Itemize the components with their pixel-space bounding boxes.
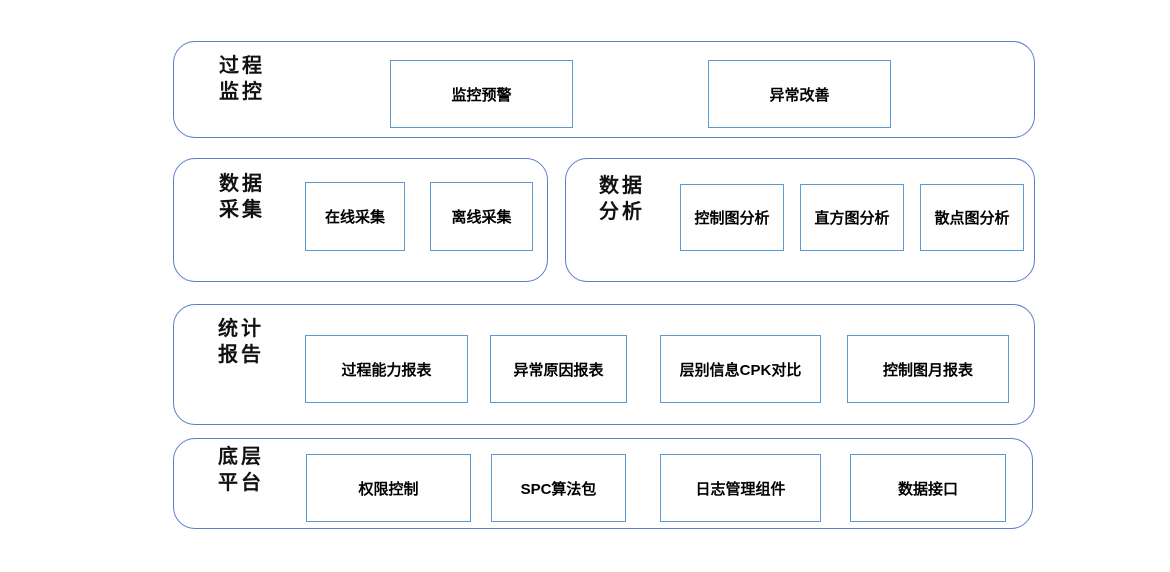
module-label: 直方图分析 [814, 210, 890, 227]
layer-title-statistical-report: 统计 报告 [218, 316, 264, 368]
layer-data-analysis: 数据 分析 控制图分析 直方图分析 散点图分析 [565, 158, 1035, 282]
module-label: 日志管理组件 [695, 480, 786, 498]
module-permission-control: 权限控制 [306, 454, 471, 522]
layer-title-line: 底层 [218, 446, 264, 468]
module-label: 异常改善 [769, 86, 830, 104]
module-label: 控制图月报表 [882, 361, 973, 379]
layer-title-line: 采集 [219, 199, 265, 221]
module-control-chart-monthly-report: 控制图月报表 [847, 335, 1009, 403]
layer-title-process-monitoring: 过程 监控 [219, 53, 265, 105]
layer-title-line: 监控 [219, 81, 265, 103]
layer-title-data-analysis: 数据 分析 [599, 173, 645, 225]
layer-title-line: 数据 [599, 175, 645, 197]
module-cpk-comparison: 层别信息CPK对比 [660, 335, 821, 403]
module-label: 散点图分析 [934, 210, 1010, 227]
module-label: 数据接口 [897, 480, 958, 498]
module-control-chart-analysis: 控制图分析 [680, 184, 784, 251]
layer-title-data-collection: 数据 采集 [219, 171, 265, 223]
module-label: 控制图分析 [694, 210, 770, 227]
module-label: 异常原因报表 [513, 361, 604, 379]
layer-title-line: 报告 [218, 344, 264, 366]
layer-data-collection: 数据 采集 在线采集 离线采集 [173, 158, 548, 282]
module-scatter-plot-analysis: 散点图分析 [920, 184, 1024, 251]
module-spc-algorithm-package: SPC算法包 [491, 454, 626, 522]
layer-title-line: 平台 [218, 472, 264, 494]
module-label: 过程能力报表 [341, 361, 432, 379]
layer-statistical-report: 统计 报告 过程能力报表 异常原因报表 层别信息CPK对比 控制图月报表 [173, 304, 1035, 425]
module-label: 权限控制 [358, 480, 419, 498]
layer-title-line: 过程 [219, 55, 265, 77]
layer-title-line: 分析 [599, 201, 645, 223]
module-abnormal-cause-report: 异常原因报表 [490, 335, 627, 403]
layer-base-platform: 底层 平台 权限控制 SPC算法包 日志管理组件 数据接口 [173, 438, 1033, 529]
layer-process-monitoring: 过程 监控 监控预警 异常改善 [173, 41, 1035, 138]
module-histogram-analysis: 直方图分析 [800, 184, 904, 251]
module-monitoring-alert: 监控预警 [390, 60, 573, 128]
module-label: 离线采集 [451, 209, 512, 226]
module-offline-collection: 离线采集 [430, 182, 533, 251]
layer-title-base-platform: 底层 平台 [218, 444, 264, 496]
module-label: SPC算法包 [520, 480, 597, 498]
module-label: 监控预警 [451, 86, 512, 104]
module-abnormal-improvement: 异常改善 [708, 60, 891, 128]
layer-title-line: 统计 [218, 318, 264, 340]
module-label: 在线采集 [324, 209, 385, 226]
module-data-interface: 数据接口 [850, 454, 1006, 522]
module-label: 层别信息CPK对比 [679, 361, 802, 379]
module-log-management-component: 日志管理组件 [660, 454, 821, 522]
module-process-capability-report: 过程能力报表 [305, 335, 468, 403]
layer-title-line: 数据 [219, 173, 265, 195]
module-online-collection: 在线采集 [305, 182, 405, 251]
